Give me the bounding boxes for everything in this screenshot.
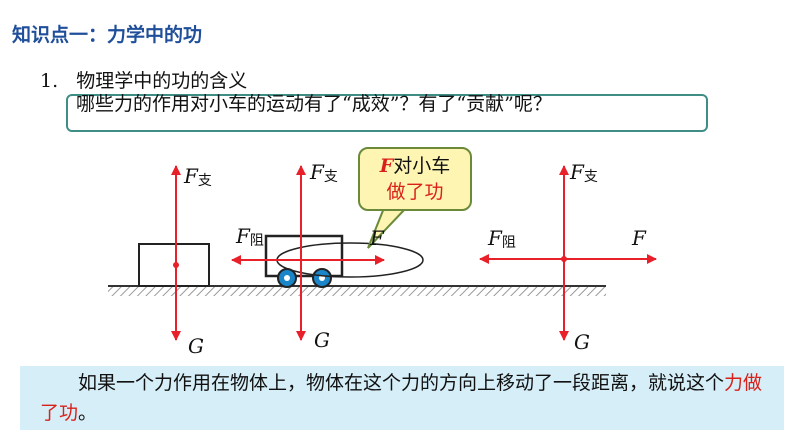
conclusion-box: 如果一个力作用在物体上，物体在这个力的方向上移动了一段距离，就说这个力做了功。: [20, 366, 784, 430]
block: [138, 243, 210, 287]
right-resistance-label: F阻: [488, 226, 516, 251]
right-gravity-label: G: [574, 330, 590, 354]
conclusion-end: 。: [78, 402, 98, 424]
question-text: 哪些力的作用对小车的运动有了“成效”？有了“贡献”呢？: [76, 93, 552, 115]
right-support-label: F支: [570, 160, 598, 185]
section-title: 知识点一：力学中的功: [12, 24, 203, 46]
left-support-label: F支: [184, 164, 212, 189]
question-box: [66, 94, 708, 132]
point-heading: 1. 物理学中的功的含义: [40, 66, 247, 93]
cart-body: [264, 234, 344, 278]
ground-hatch: [108, 286, 606, 296]
left-center-dot: [173, 262, 179, 268]
bubble-line2: 做了功: [386, 181, 444, 203]
point-text: 物理学中的功的含义: [76, 70, 248, 92]
point-number: 1.: [40, 70, 59, 92]
left-gravity-label: G: [188, 334, 204, 358]
middle-support-label: F支: [310, 160, 338, 185]
middle-resistance-label: F阻: [236, 224, 264, 249]
bubble-line1: 对小车: [393, 155, 451, 177]
conclusion-highlight: 力做了功: [40, 372, 763, 424]
callout-bubble: F对小车 做了功: [358, 147, 472, 211]
bubble-force: F: [379, 155, 394, 177]
middle-gravity-label: G: [314, 328, 330, 352]
middle-pull-label: F: [370, 226, 384, 250]
right-pull-label: F: [632, 226, 646, 250]
right-center-dot: [561, 256, 567, 262]
conclusion-text: 如果一个力作用在物体上，物体在这个力的方向上移动了一段距离，就说这个: [78, 372, 725, 394]
